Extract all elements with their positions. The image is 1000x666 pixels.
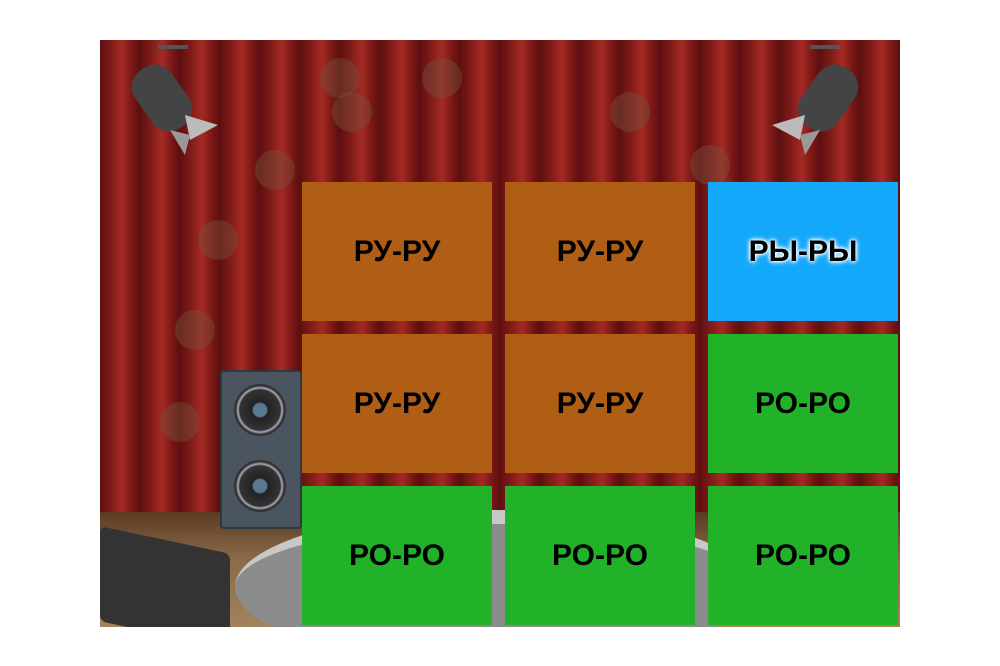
light-dot [332, 92, 372, 132]
light-dot [198, 220, 238, 260]
light-dot [255, 150, 295, 190]
light-dot [690, 145, 730, 185]
light-dot [422, 58, 462, 98]
tile-5[interactable]: РУ-РУ [505, 334, 695, 473]
tile-6[interactable]: РО-РО [708, 334, 898, 473]
tile-3[interactable]: РЫ-РЫ [708, 182, 898, 321]
light-dot [175, 310, 215, 350]
light-dot [610, 92, 650, 132]
tile-9[interactable]: РО-РО [708, 486, 898, 625]
spotlight-right-icon [772, 45, 859, 155]
light-dot [320, 58, 360, 98]
tile-1[interactable]: РУ-РУ [302, 182, 492, 321]
tile-8[interactable]: РО-РО [505, 486, 695, 625]
tile-2[interactable]: РУ-РУ [505, 182, 695, 321]
light-dot [160, 402, 200, 442]
spotlight-left-icon [131, 45, 218, 155]
tile-7[interactable]: РО-РО [302, 486, 492, 625]
speaker-icon [220, 370, 302, 529]
tile-4[interactable]: РУ-РУ [302, 334, 492, 473]
